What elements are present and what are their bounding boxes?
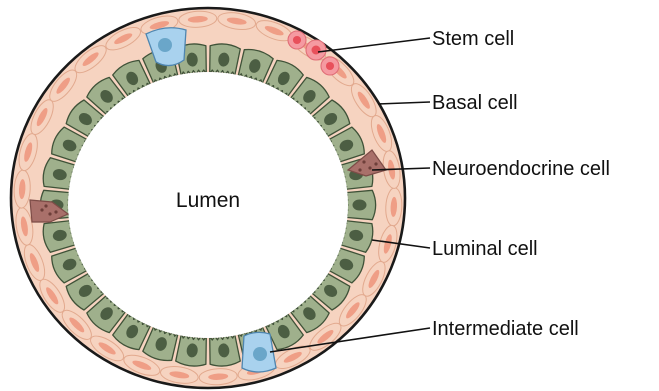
stem-cell bbox=[306, 40, 326, 60]
lumen-label: Lumen bbox=[176, 189, 240, 212]
leader-stem bbox=[318, 38, 430, 52]
leader-basal bbox=[378, 102, 430, 104]
stem-cell bbox=[321, 57, 339, 75]
intermediate-nucleus bbox=[253, 347, 267, 361]
luminal-cell bbox=[210, 334, 241, 366]
luminal-nucleus bbox=[353, 200, 367, 211]
luminal-cell bbox=[343, 190, 375, 219]
stem-nucleus bbox=[312, 46, 321, 55]
stem-nucleus bbox=[326, 62, 334, 70]
luminal-cell bbox=[176, 334, 207, 366]
basal-cell-label: Basal cell bbox=[432, 92, 518, 114]
stem-nucleus bbox=[293, 36, 301, 44]
neuroendocrine-cell-label: Neuroendocrine cell bbox=[432, 158, 610, 180]
luminal-cell bbox=[210, 44, 241, 76]
stem-cell-label: Stem cell bbox=[432, 28, 514, 50]
intermediate-nucleus bbox=[158, 38, 172, 52]
stem-cell bbox=[288, 31, 306, 49]
intermediate-cell-label: Intermediate cell bbox=[432, 318, 579, 340]
luminal-cell-label: Luminal cell bbox=[432, 238, 538, 260]
